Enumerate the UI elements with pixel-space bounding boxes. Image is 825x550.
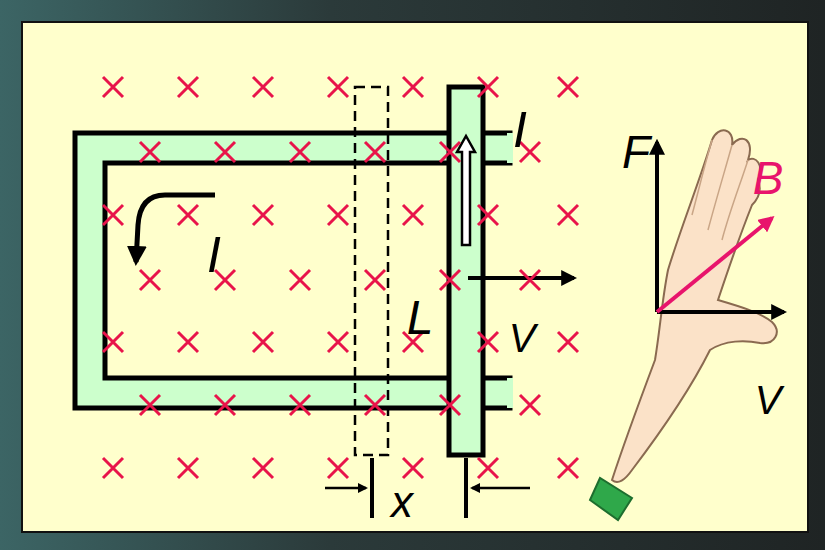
force-label: F	[622, 129, 650, 175]
field-cross	[178, 458, 198, 478]
current-arrow	[457, 136, 475, 245]
field-cross	[103, 332, 123, 352]
field-cross	[365, 142, 385, 162]
field-cross	[140, 395, 160, 415]
field-cross	[403, 77, 423, 97]
field-cross	[440, 142, 460, 162]
field-cross	[103, 458, 123, 478]
field-cross	[253, 458, 273, 478]
field-cross	[365, 270, 385, 290]
field-cross	[253, 77, 273, 97]
field-cross	[215, 395, 235, 415]
field-cross	[478, 458, 498, 478]
field-cross	[140, 270, 160, 290]
panel	[22, 22, 808, 532]
field-cross	[440, 395, 460, 415]
current-label: I	[207, 230, 221, 280]
field-cross	[103, 77, 123, 97]
field-cross	[215, 142, 235, 162]
field-cross	[440, 270, 460, 290]
field-arrow	[657, 218, 772, 312]
field-cross	[253, 205, 273, 225]
current-label: I	[513, 105, 527, 155]
field-cross	[178, 332, 198, 352]
length-label: L	[407, 294, 434, 342]
force-arrow	[655, 142, 659, 312]
field-cross	[290, 395, 310, 415]
loop-current-arrow	[136, 195, 215, 262]
rod-previous	[355, 87, 388, 455]
field-cross	[140, 142, 160, 162]
field-label: B	[753, 155, 784, 201]
velocity-label: V	[509, 318, 536, 358]
field-cross	[558, 332, 578, 352]
field-cross	[558, 77, 578, 97]
field-cross	[253, 332, 273, 352]
field-cross	[103, 205, 123, 225]
field-cross	[328, 332, 348, 352]
field-cross	[365, 395, 385, 415]
field-cross	[478, 332, 498, 352]
velocity-label: V	[755, 380, 782, 420]
field-cross	[558, 458, 578, 478]
field-cross	[478, 77, 498, 97]
displacement-label: x	[391, 480, 413, 524]
velocity-arrow	[468, 276, 574, 280]
rail-frame	[75, 133, 510, 408]
field-crosses	[103, 77, 578, 478]
field-cross	[178, 205, 198, 225]
field-cross	[520, 270, 540, 290]
field-cross	[558, 205, 578, 225]
field-cross	[290, 142, 310, 162]
field-cross	[403, 458, 423, 478]
field-cross	[478, 205, 498, 225]
right-hand	[590, 130, 777, 520]
velocity-axis	[657, 310, 784, 314]
field-cross	[328, 77, 348, 97]
field-cross	[178, 77, 198, 97]
field-cross	[290, 270, 310, 290]
dimension-arrow	[472, 487, 530, 490]
field-cross	[403, 205, 423, 225]
dimension-tick	[464, 458, 468, 518]
field-cross	[520, 395, 540, 415]
dimension-arrow	[325, 487, 366, 490]
field-cross	[328, 458, 348, 478]
field-cross	[328, 205, 348, 225]
dimension-tick	[370, 458, 374, 518]
